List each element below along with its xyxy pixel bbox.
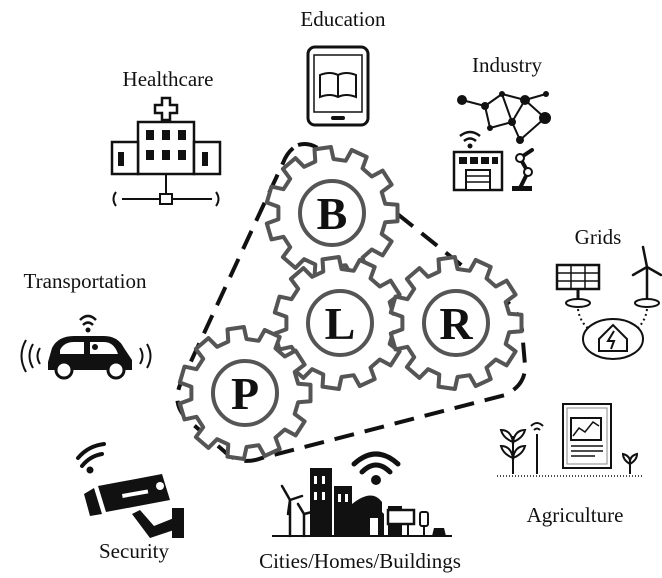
label-agriculture: Agriculture	[527, 503, 624, 527]
label-industry: Industry	[472, 53, 542, 77]
wireless-camera-icon	[76, 442, 184, 538]
gear-r-letter: R	[439, 298, 473, 349]
label-security: Security	[99, 539, 169, 563]
gear-p-letter: P	[231, 368, 259, 419]
label-cities: Cities/Homes/Buildings	[259, 549, 461, 573]
gear-r-hub	[422, 289, 490, 357]
gear-b-letter: B	[317, 188, 348, 239]
gear-l-letter: L	[325, 298, 356, 349]
gear-r: R	[388, 255, 524, 391]
label-education: Education	[300, 7, 386, 31]
label-transportation: Transportation	[24, 269, 147, 293]
gear-p: P	[177, 325, 313, 461]
gear-l-hub	[306, 289, 374, 357]
factory-robot-network-icon	[452, 91, 551, 192]
plant-sensor-dashboard-icon	[497, 403, 643, 477]
label-grids: Grids	[575, 225, 622, 249]
gear-b: B	[264, 145, 400, 281]
smart-city-icon	[272, 451, 452, 538]
gear-cluster: B L R P	[177, 145, 524, 461]
hospital-network-icon	[110, 96, 222, 207]
solar-wind-home-icon	[555, 245, 662, 360]
gear-b-hub	[298, 179, 366, 247]
tablet-book-icon	[306, 45, 370, 127]
gear-l: L	[272, 255, 408, 391]
gear-p-hub	[211, 359, 279, 427]
label-healthcare: Healthcare	[123, 67, 214, 91]
connected-car-icon	[20, 314, 152, 380]
